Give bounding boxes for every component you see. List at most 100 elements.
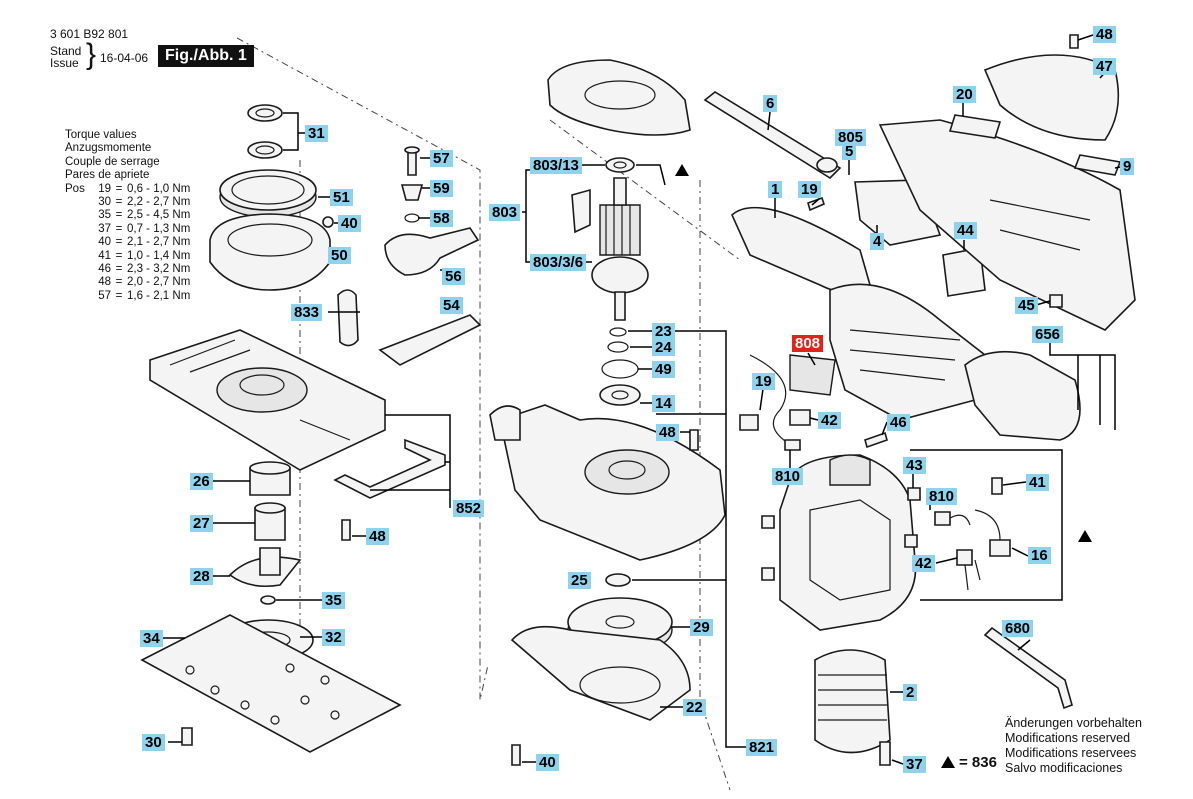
ring-58 <box>404 213 420 223</box>
bearing-25 <box>605 573 631 587</box>
part-label-852: 852 <box>453 500 485 517</box>
housing-lower <box>489 404 726 561</box>
part-label-42: 42 <box>818 412 841 429</box>
part-label-20: 20 <box>953 86 976 103</box>
part-label-9: 9 <box>1120 158 1135 175</box>
part-label-14: 14 <box>652 395 675 412</box>
torque-pos: 48 <box>98 276 111 289</box>
torque-row: 35=2,5 - 4,5 Nm <box>65 209 190 222</box>
brush-holder-810 <box>934 511 971 526</box>
torque-value: 0,6 - 1,0 Nm <box>127 182 191 195</box>
part-label-44: 44 <box>954 222 977 239</box>
part-label-46: 46 <box>887 414 910 431</box>
screw-40-bottom <box>511 744 521 766</box>
guide-rail-852 <box>333 438 446 499</box>
part-label-1: 1 <box>768 181 783 198</box>
stand-label: Stand <box>50 44 82 58</box>
screw-40-left <box>322 216 334 228</box>
fan-cover-top <box>547 59 691 136</box>
torque-row: 37=0,7 - 1,3 Nm <box>65 223 190 236</box>
part-label-58: 58 <box>430 210 453 227</box>
part-label-54: 54 <box>440 297 463 314</box>
torque-value: 2,2 - 2,7 Nm <box>127 196 191 209</box>
torque-value: 1,0 - 1,4 Nm <box>127 249 191 262</box>
part-label-2: 2 <box>903 684 918 701</box>
sleeve-27 <box>254 502 286 541</box>
part-label-29: 29 <box>690 619 713 636</box>
screw-37 <box>879 741 891 766</box>
part-label-50: 50 <box>328 247 351 264</box>
torque-pos: 41 <box>98 249 111 262</box>
torque-value: 2,5 - 4,5 Nm <box>127 209 191 222</box>
part-label-22: 22 <box>683 699 706 716</box>
part-label-16: 16 <box>1028 547 1051 564</box>
part-label-37: 37 <box>903 756 926 773</box>
part-label-57: 57 <box>430 150 453 167</box>
housing-main <box>829 283 986 421</box>
screw-48-left <box>341 519 351 541</box>
dust-box-656 <box>964 350 1081 441</box>
bearing-rings-31 <box>247 104 283 159</box>
part-label-810: 810 <box>772 468 804 485</box>
screw-19-top <box>807 196 825 212</box>
label-20 <box>948 114 1002 139</box>
part-label-833: 833 <box>291 304 323 321</box>
torque-pos: 40 <box>98 236 111 249</box>
part-label-803: 803 <box>489 204 521 221</box>
set-836-legend: = 836 <box>941 754 997 771</box>
part-label-19: 19 <box>798 181 821 198</box>
torque-title-fr: Couple de serrage <box>65 155 160 168</box>
bushing-59 <box>400 184 424 201</box>
part-number: 3 601 B92 801 <box>50 27 129 41</box>
part-label-23: 23 <box>652 323 675 340</box>
part-label-805: 805 <box>835 129 867 146</box>
screw-30 <box>181 727 193 746</box>
cover-plate-47 <box>983 54 1120 141</box>
torque-value: 2,1 - 2,7 Nm <box>127 236 191 249</box>
shaft-6 <box>703 91 842 180</box>
part-label-49: 49 <box>652 361 675 378</box>
brace-glyph: } <box>86 38 97 71</box>
clip-45 <box>1049 294 1063 308</box>
torque-title-en: Torque values <box>65 129 137 141</box>
part-label-32: 32 <box>322 629 345 646</box>
torque-pos: 35 <box>98 209 111 222</box>
screw-35 <box>260 595 276 605</box>
part-label-48: 48 <box>366 528 389 545</box>
warning-label-808 <box>789 354 836 396</box>
part-label-51: 51 <box>330 189 353 206</box>
part-label-24: 24 <box>652 339 675 356</box>
leader-lines <box>162 34 1121 765</box>
torque-title-es: Pares de apriete <box>65 169 150 182</box>
torque-title-de: Anzugsmomente <box>65 142 152 155</box>
part-label-26: 26 <box>190 473 213 490</box>
part-label-34: 34 <box>140 630 163 647</box>
torque-value: 2,0 - 2,7 Nm <box>127 276 191 289</box>
part-label-808: 808 <box>792 335 824 352</box>
part-label-42: 42 <box>912 555 935 572</box>
sanding-pad-34 <box>140 614 402 753</box>
motor-housing <box>779 454 917 631</box>
brush-16 <box>974 509 1011 557</box>
circlip-49 <box>601 359 639 379</box>
needle-bearing-26 <box>249 461 291 496</box>
counterweight-28 <box>228 547 302 588</box>
footer-line-en: Modifications reserved <box>1005 731 1131 745</box>
clip-833 <box>337 289 359 347</box>
footer-line-de: Änderungen vorbehalten <box>1005 716 1142 730</box>
part-label-47: 47 <box>1093 58 1116 75</box>
part-label-803-13: 803/13 <box>530 157 582 174</box>
part-label-40: 40 <box>338 215 361 232</box>
part-label-19: 19 <box>752 373 775 390</box>
triangle-icon <box>941 756 955 768</box>
torque-pos: 46 <box>98 263 111 276</box>
part-label-56: 56 <box>442 268 465 285</box>
torque-row: 57=1,6 - 2,1 Nm <box>65 290 190 303</box>
cable-assembly <box>739 354 811 451</box>
base-plate-852 <box>149 329 386 471</box>
torque-pos: 30 <box>98 196 111 209</box>
torque-value: 2,3 - 3,2 Nm <box>127 263 191 276</box>
